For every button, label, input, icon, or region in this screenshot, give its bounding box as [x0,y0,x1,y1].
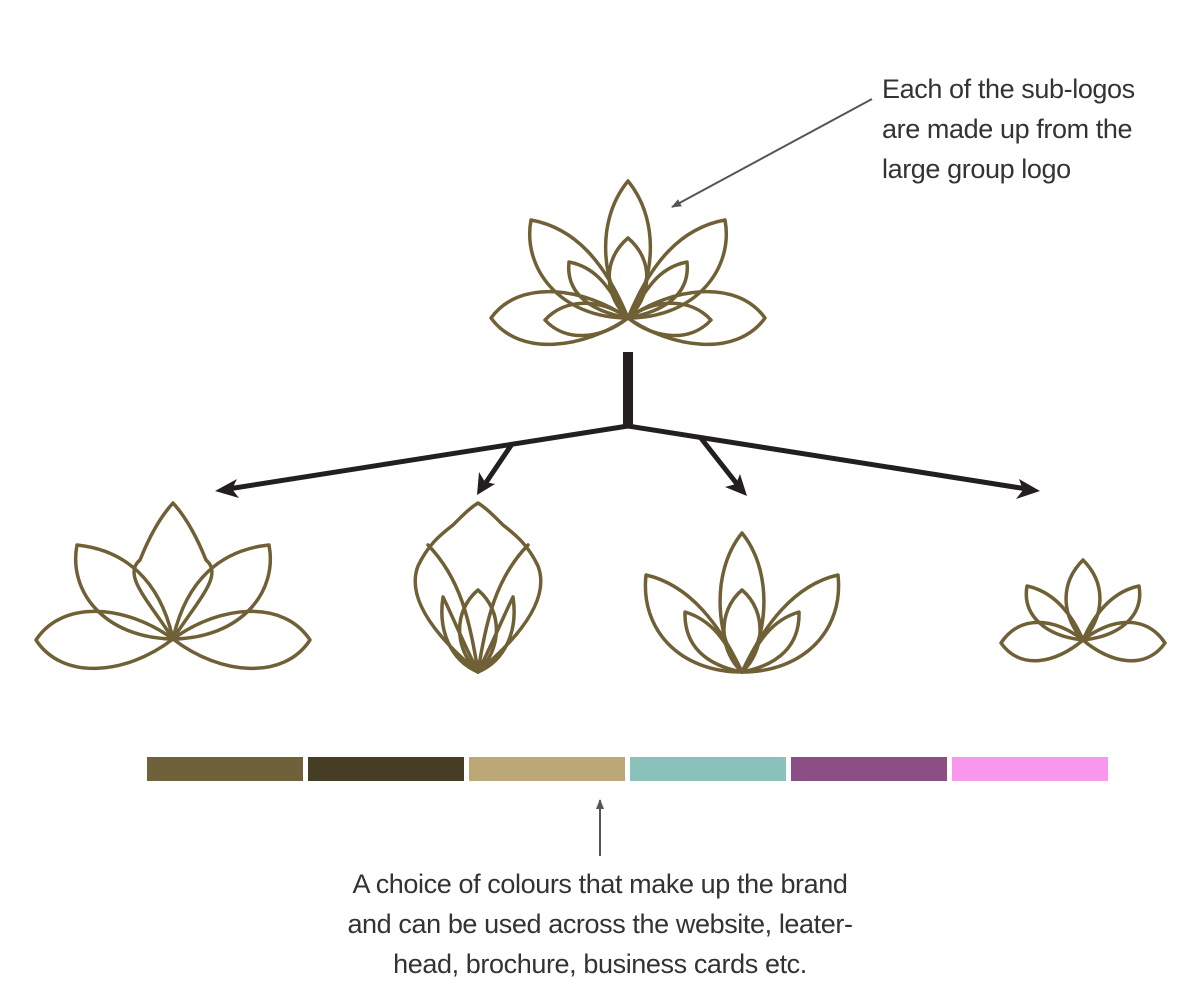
petal [489,289,630,347]
annotation-line: are made up from the [882,114,1133,144]
connector-branch-midleft [482,442,515,486]
petal [626,289,767,347]
sub-logo-bowl-icon [643,531,841,674]
petal [413,501,543,674]
petal [476,595,516,674]
sub-logo-bud-icon [413,501,543,674]
annotation-line: large group logo [882,154,1071,184]
petal [999,620,1085,663]
petal [1081,620,1167,663]
petal [426,543,480,674]
sub-logo-wide-icon [34,501,312,671]
arrowhead-midright [725,474,747,496]
petal [171,609,312,671]
petal [626,218,728,320]
annotation-line: Each of the sub-logos [882,74,1135,104]
arrowhead-midleft [477,472,495,495]
connector-arrowheads [215,472,1040,499]
petal [1064,558,1102,642]
petal [440,595,480,674]
swatch-dark-olive [308,757,464,781]
swatch-pink [952,757,1108,781]
petal [476,543,530,674]
annotation-line: and can be used across the website, leat… [347,909,853,939]
petal [643,573,744,674]
petal [1024,584,1085,642]
swatch-plum [791,757,947,781]
petal [34,609,175,671]
connector-branch-left [227,423,629,492]
petal [740,573,841,674]
petal [543,301,630,338]
petal [722,588,762,674]
sub-logo-annotation: Each of the sub-logos are made up from t… [882,69,1135,189]
petal [132,501,214,641]
connector-branch-midright [698,435,739,486]
petal [1081,584,1142,642]
connector-tree [227,352,1028,492]
arrowhead-right [1016,479,1040,499]
sub-logo-small-icon [999,558,1167,663]
swatch-sand [469,757,625,781]
swatch-olive [147,757,303,781]
petal [607,236,649,320]
group-logo-icon [489,179,767,347]
petal [457,588,499,674]
arrowhead-left [215,479,239,498]
connector-branch-right [627,423,1028,492]
swatch-teal [630,757,786,781]
petal [528,218,630,320]
colour-palette [147,757,1108,781]
petal [171,543,272,641]
pointer-arrow-top [671,98,873,208]
petal [626,301,713,338]
palette-annotation: A choice of colours that make up the bra… [330,864,870,984]
annotation-line: A choice of colours that make up the bra… [352,869,848,899]
annotation-line: head, brochure, business cards etc. [393,949,807,979]
petal [74,543,175,641]
